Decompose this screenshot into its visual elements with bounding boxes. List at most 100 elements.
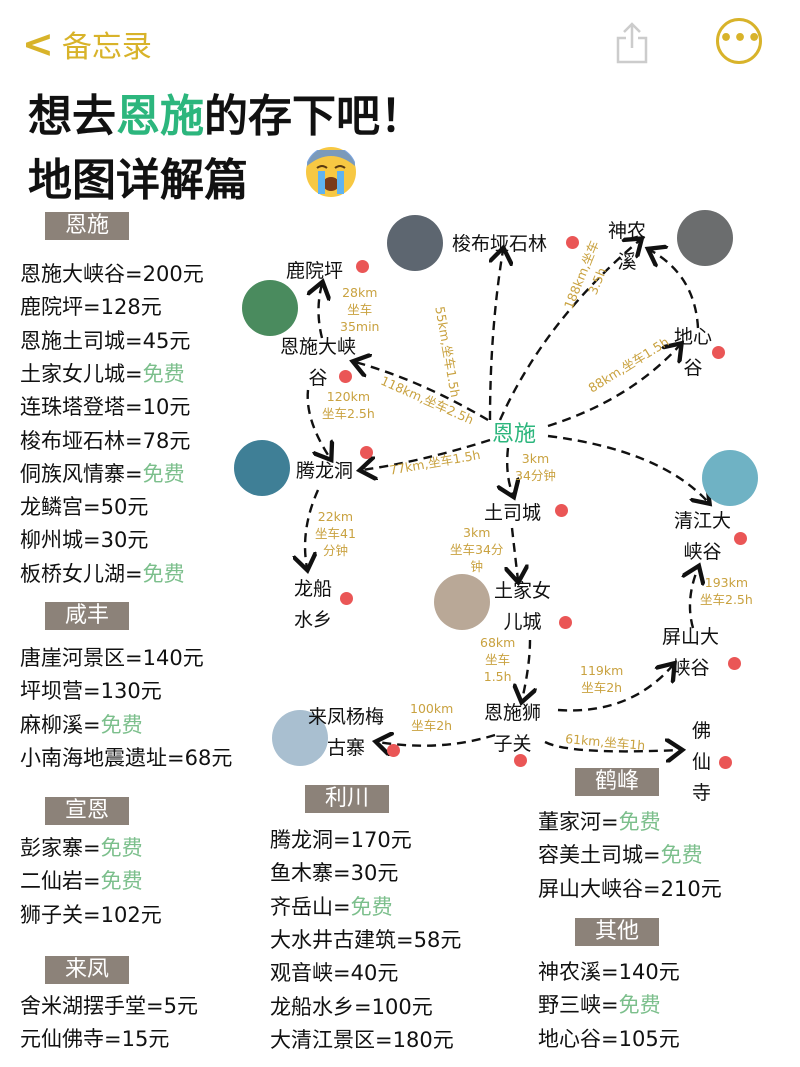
price-item: 屏山大峡谷=210元	[538, 876, 722, 901]
map-node-foxiansi: 佛仙寺	[692, 720, 712, 804]
price-item: 狮子关=102元	[20, 902, 162, 927]
price-item: 大水井古建筑=58元	[270, 927, 462, 952]
location-dot-icon	[339, 370, 352, 383]
arrow-to-tenglong-center	[362, 438, 491, 470]
price-item: 鹿院坪=128元	[20, 295, 162, 320]
price-item: 齐岳山=免费	[270, 894, 393, 919]
price-item: 板桥女儿湖=免费	[20, 561, 185, 586]
map-node-suobuya: 梭布垭石林	[452, 233, 548, 255]
arrow-to-laifeng	[378, 735, 496, 746]
map-node-pingshan: 屏山大峡谷	[662, 626, 720, 679]
price-item: 二仙岩=免费	[20, 869, 143, 894]
location-dot-icon	[719, 756, 732, 769]
map-node-laifeng: 来凤杨梅古寨	[308, 706, 385, 759]
photo-laifeng	[272, 710, 328, 766]
price-item: 野三峡=免费	[538, 993, 661, 1018]
page-title-line1: 想去恩施的存下吧！	[28, 91, 424, 142]
photo-suobuya	[387, 215, 443, 271]
price-item: 连珠塔登塔=10元	[20, 395, 191, 420]
arrow-to-suobuya	[488, 250, 503, 421]
location-dot-icon	[340, 592, 353, 605]
map-center-enshi: 恩施	[492, 422, 537, 447]
share-icon[interactable]	[614, 20, 650, 66]
arrow-to-luyuanping	[319, 284, 323, 339]
arrow-to-qingjiang	[547, 434, 708, 502]
map-node-tenglongdong: 腾龙洞	[296, 460, 354, 482]
section-badge-lichuan: 利川	[305, 785, 389, 813]
photo-shennongxi	[677, 210, 733, 266]
price-item: 柳州城=30元	[20, 528, 149, 553]
section-badge-other: 其他	[575, 918, 659, 946]
location-dot-icon	[360, 446, 373, 459]
price-item: 唐崖河景区=140元	[20, 646, 204, 670]
arrow-to-qingjiang-from-pingshan	[690, 568, 698, 629]
map-node-longchuan: 龙船水乡	[294, 578, 333, 631]
chevron-left-icon: <	[22, 22, 54, 66]
price-item: 彭家寨=免费	[20, 836, 143, 860]
arrow-to-tujia	[512, 527, 518, 580]
photo-tujia	[434, 574, 490, 630]
location-dot-icon	[514, 754, 527, 767]
price-item: 恩施土司城=45元	[20, 328, 191, 353]
arrow-to-shiziguan	[522, 639, 530, 700]
price-item: 大清江景区=180元	[270, 1027, 454, 1052]
arrow-to-dixingu	[547, 345, 680, 428]
photos	[234, 210, 758, 766]
location-dot-icon	[728, 657, 741, 670]
price-item: 龙鳞宫=50元	[20, 495, 149, 520]
price-item: 恩施大峡谷=200元	[20, 262, 204, 286]
section-badge-laifeng: 来凤	[45, 956, 129, 984]
location-dot-icon	[566, 236, 579, 249]
map-node-tusicheng: 土司城	[484, 502, 542, 524]
arrow-to-foxiansi	[544, 742, 680, 751]
page-title-line2: 地图详解篇	[28, 155, 248, 206]
map-node-luyuanping: 鹿院坪	[286, 260, 344, 282]
price-item: 董家河=免费	[538, 810, 661, 834]
price-item: 土家女儿城=免费	[20, 361, 185, 386]
location-dot-icon	[356, 260, 369, 273]
map-node-shiziguan: 恩施狮子关	[484, 702, 542, 755]
photo-tenglongdong	[234, 440, 290, 496]
price-item: 龙船水乡=100元	[270, 994, 433, 1019]
price-item: 地心谷=105元	[538, 1026, 680, 1051]
arrow-to-pingshan	[557, 665, 673, 712]
arrow-to-shennong-from-dixin	[650, 250, 700, 329]
location-dot-icon	[559, 616, 572, 629]
price-item: 观音峡=40元	[270, 961, 399, 986]
more-icon[interactable]: •••	[716, 18, 762, 64]
map-node-daxiagu: 恩施大峡谷	[280, 336, 357, 389]
map-node-tujia: 土家女儿城	[494, 580, 552, 633]
location-dot-icon	[734, 532, 747, 545]
map-node-dixingu: 地心谷	[674, 326, 713, 379]
price-item: 坪坝营=130元	[20, 679, 162, 704]
price-item: 麻柳溪=免费	[20, 712, 143, 737]
arrow-to-daxiagu	[355, 362, 489, 422]
location-dot-icon	[555, 504, 568, 517]
map-node-qingjiang: 清江大峡谷	[674, 510, 732, 563]
back-button[interactable]: <备忘录	[22, 22, 152, 66]
price-item: 神农溪=140元	[538, 960, 680, 984]
price-item: 舍米湖摆手堂=5元	[20, 994, 198, 1018]
price-item: 元仙佛寺=15元	[20, 1027, 170, 1052]
price-item: 容美土司城=免费	[538, 843, 703, 868]
price-item: 鱼木寨=30元	[270, 861, 399, 886]
photo-qingjiang	[702, 450, 758, 506]
arrow-to-tusicheng	[507, 447, 513, 495]
crying-face-emoji	[306, 147, 356, 197]
map-node-shennongxi: 神农溪	[608, 220, 647, 273]
location-dot-icon	[387, 744, 400, 757]
section-badge-xuanen: 宣恩	[45, 797, 129, 825]
section-badge-hefeng: 鹤峰	[575, 768, 659, 796]
arrow-to-longchuan	[305, 489, 320, 568]
location-dot-icon	[712, 346, 725, 359]
